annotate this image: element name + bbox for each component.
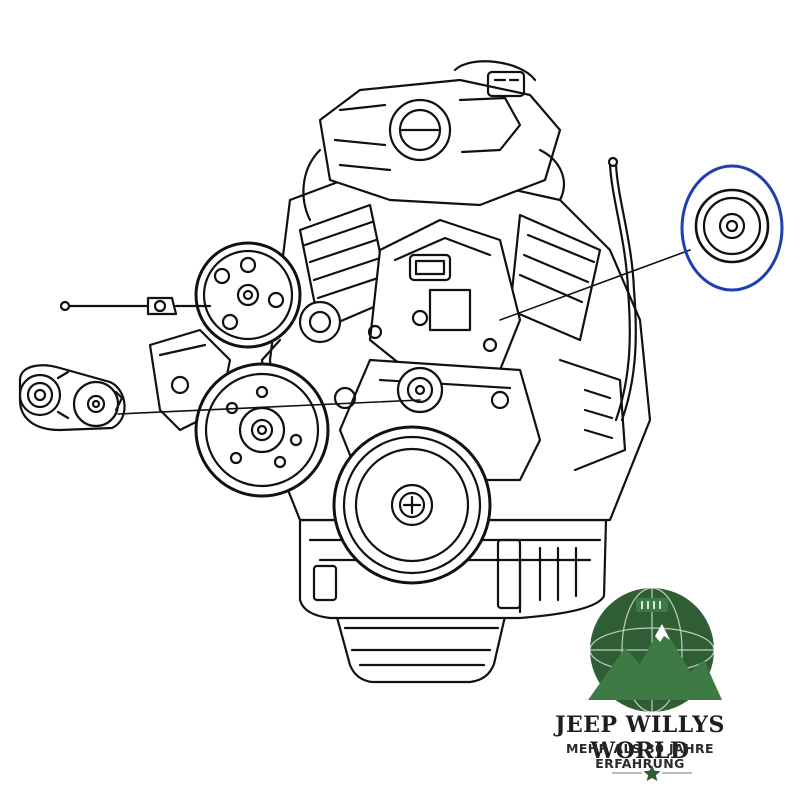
small-pulley (298, 300, 342, 344)
logo-tagline: MEHR ALS 30 JAHRE ERFAHRUNG (566, 741, 714, 771)
idler-pulley-detail (694, 188, 770, 264)
leader-lines (117, 249, 691, 415)
throttle-body (302, 60, 565, 222)
jeep-grille-icon (636, 598, 668, 612)
star-icon (643, 765, 661, 781)
snow-cap-icon (655, 624, 670, 642)
crankshaft-pulley (332, 425, 492, 585)
water-pump-pulley (194, 362, 330, 498)
tension-rod (59, 296, 212, 316)
mountain-icon (588, 624, 722, 700)
belt-tensioner (18, 364, 126, 432)
grille-bars (641, 601, 661, 609)
power-steering-pulley (194, 241, 302, 349)
callout-ring (680, 164, 784, 292)
logo-emblem (588, 587, 722, 781)
oil-pan (333, 608, 508, 684)
dipstick (607, 156, 637, 422)
logo-title: JEEP WILLYS WORLD (555, 712, 725, 764)
